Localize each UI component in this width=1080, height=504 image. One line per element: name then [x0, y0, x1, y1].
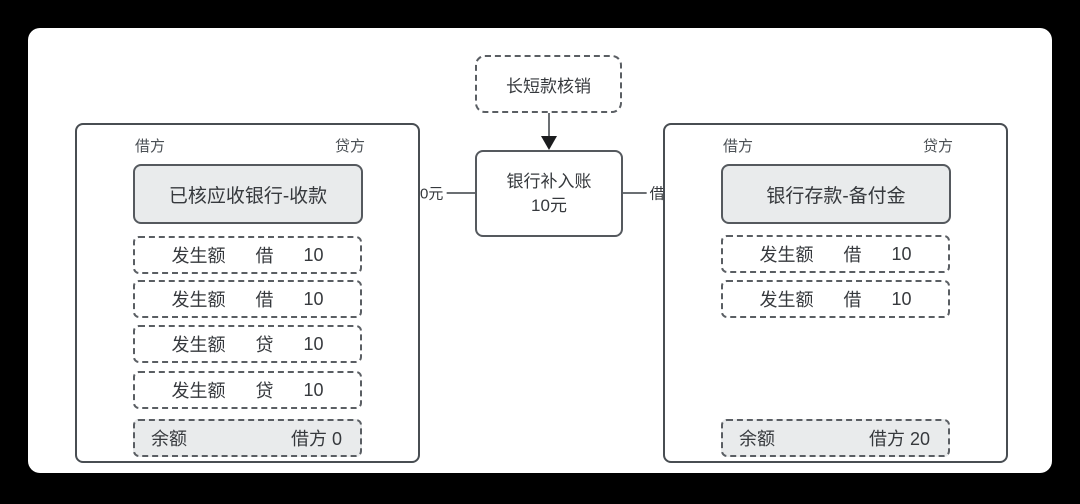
entry-side: 借 [255, 290, 274, 310]
balance-value: 借方 0 [290, 429, 342, 449]
right-ledger-panel: 借方 贷方 银行存款-备付金 发生额 借 10 发生额 借 10 余额 借方 2… [663, 123, 1008, 463]
ledger-entry-row: 发生额 借 10 [133, 280, 362, 318]
balance-label: 余额 [151, 429, 187, 449]
left-ledger-header: 借方 贷方 [135, 135, 365, 156]
ledger-entry-row: 发生额 借 10 [133, 236, 362, 274]
debit-header: 借方 [135, 138, 166, 155]
entry-label: 发生额 [759, 245, 814, 265]
credit-header: 贷方 [334, 138, 365, 155]
entry-amount: 10 [303, 333, 324, 354]
connector-vertical-line [548, 113, 550, 141]
right-ledger-header: 借方 贷方 [723, 135, 953, 156]
balance-row: 余额 借方 0 [133, 419, 362, 457]
center-node: 银行补入账 10元 [475, 150, 623, 237]
balance-value: 借方 20 [868, 429, 930, 449]
source-node: 长短款核销 [475, 55, 622, 113]
ledger-entry-row: 发生额 贷 10 [133, 325, 362, 363]
source-node-label: 长短款核销 [506, 76, 591, 96]
entry-amount: 10 [303, 288, 324, 309]
center-node-title: 银行补入账 [506, 171, 592, 191]
entry-side: 贷 [255, 381, 274, 401]
right-account-title-text: 银行存款-备付金 [766, 185, 906, 207]
entry-side: 借 [843, 290, 862, 310]
left-account-title: 已核应收银行-收款 [133, 164, 363, 224]
left-account-title-text: 已核应收银行-收款 [168, 185, 328, 207]
entry-label: 发生额 [171, 246, 226, 266]
entry-side: 借 [255, 246, 274, 266]
ledger-entry-row: 发生额 借 10 [721, 280, 950, 318]
debit-header: 借方 [723, 138, 754, 155]
ledger-entry-row: 发生额 贷 10 [133, 371, 362, 409]
entry-label: 发生额 [759, 290, 814, 310]
entry-amount: 10 [303, 379, 324, 400]
center-node-amount: 10元 [531, 195, 567, 215]
right-account-title: 银行存款-备付金 [721, 164, 951, 224]
entry-label: 发生额 [171, 381, 226, 401]
credit-header: 贷方 [922, 138, 953, 155]
entry-amount: 10 [891, 288, 912, 309]
entry-label: 发生额 [171, 335, 226, 355]
diagram-canvas: 长短款核销 银行补入账 10元 贷10元 借10元 借方 贷方 已核应收银行-收… [28, 28, 1052, 473]
entry-label: 发生额 [171, 290, 226, 310]
arrow-down-icon [541, 136, 557, 150]
entry-amount: 10 [303, 244, 324, 265]
entry-amount: 10 [891, 243, 912, 264]
balance-label: 余额 [739, 429, 775, 449]
left-ledger-panel: 借方 贷方 已核应收银行-收款 发生额 借 10 发生额 借 10 发生额 贷 … [75, 123, 420, 463]
entry-side: 贷 [255, 335, 274, 355]
balance-row: 余额 借方 20 [721, 419, 950, 457]
entry-side: 借 [843, 245, 862, 265]
ledger-entry-row: 发生额 借 10 [721, 235, 950, 273]
